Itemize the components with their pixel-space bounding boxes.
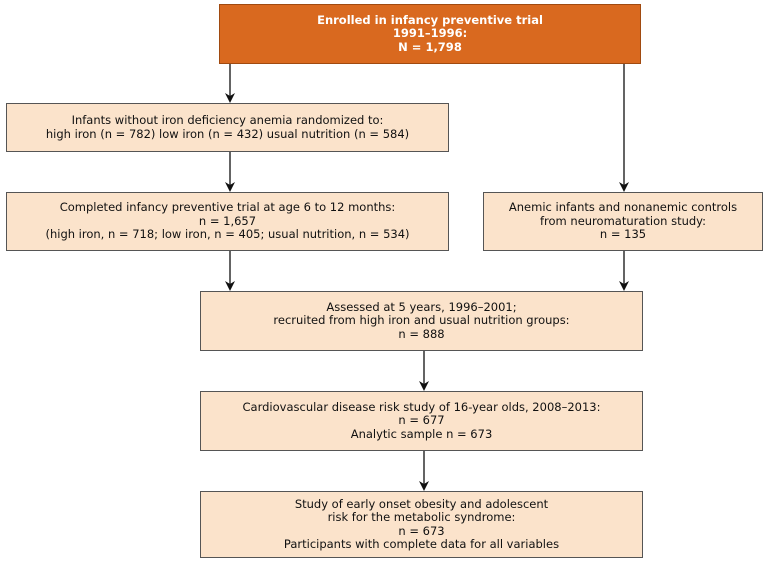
box-completed-line-3: (high iron, n = 718; low iron, n = 405; … — [45, 227, 410, 242]
box-completed-line-2: n = 1,657 — [198, 213, 257, 228]
box-anemic: Anemic infants and nonanemic controls fr… — [483, 192, 763, 251]
box-cardio-line-2: n = 677 — [398, 413, 445, 428]
box-assessed-line-1: Assessed at 5 years, 1996–2001; — [326, 299, 517, 314]
box-cardio-line-1: Cardiovascular disease risk study of 16-… — [242, 399, 601, 414]
box-enrolled-line-2: 1991–1996: — [392, 26, 468, 41]
box-obesity-line-3: n = 673 — [398, 523, 445, 538]
box-completed-line-1: Completed infancy preventive trial at ag… — [59, 200, 396, 215]
box-cardio-line-3: Analytic sample n = 673 — [350, 426, 493, 441]
box-randomized-line-1: Infants without iron deficiency anemia r… — [71, 113, 384, 127]
box-cardio: Cardiovascular disease risk study of 16-… — [200, 391, 643, 451]
box-assessed-line-3: n = 888 — [398, 326, 445, 341]
box-obesity: Study of early onset obesity and adolesc… — [200, 491, 643, 558]
box-enrolled-line-3: N = 1,798 — [398, 39, 462, 54]
box-obesity-line-4: Participants with complete data for all … — [283, 537, 560, 551]
box-anemic-line-2: from neuromaturation study: — [539, 213, 707, 228]
box-randomized-line-2: high iron (n = 782) low iron (n = 432) u… — [45, 126, 410, 141]
box-obesity-line-2: risk for the metabolic syndrome: — [327, 510, 516, 524]
box-anemic-line-1: Anemic infants and nonanemic controls — [508, 200, 738, 215]
box-enrolled-line-1: Enrolled in infancy preventive trial — [317, 12, 543, 27]
box-randomized: Infants without iron deficiency anemia r… — [6, 103, 449, 152]
box-enrolled: Enrolled in infancy preventive trial 199… — [219, 4, 641, 64]
box-assessed: Assessed at 5 years, 1996–2001; recruite… — [200, 291, 643, 351]
box-anemic-line-3: n = 135 — [599, 227, 647, 242]
box-obesity-line-1: Study of early onset obesity and adolesc… — [294, 496, 549, 511]
box-completed: Completed infancy preventive trial at ag… — [6, 192, 449, 251]
box-assessed-line-2: recruited from high iron and usual nutri… — [273, 313, 570, 328]
